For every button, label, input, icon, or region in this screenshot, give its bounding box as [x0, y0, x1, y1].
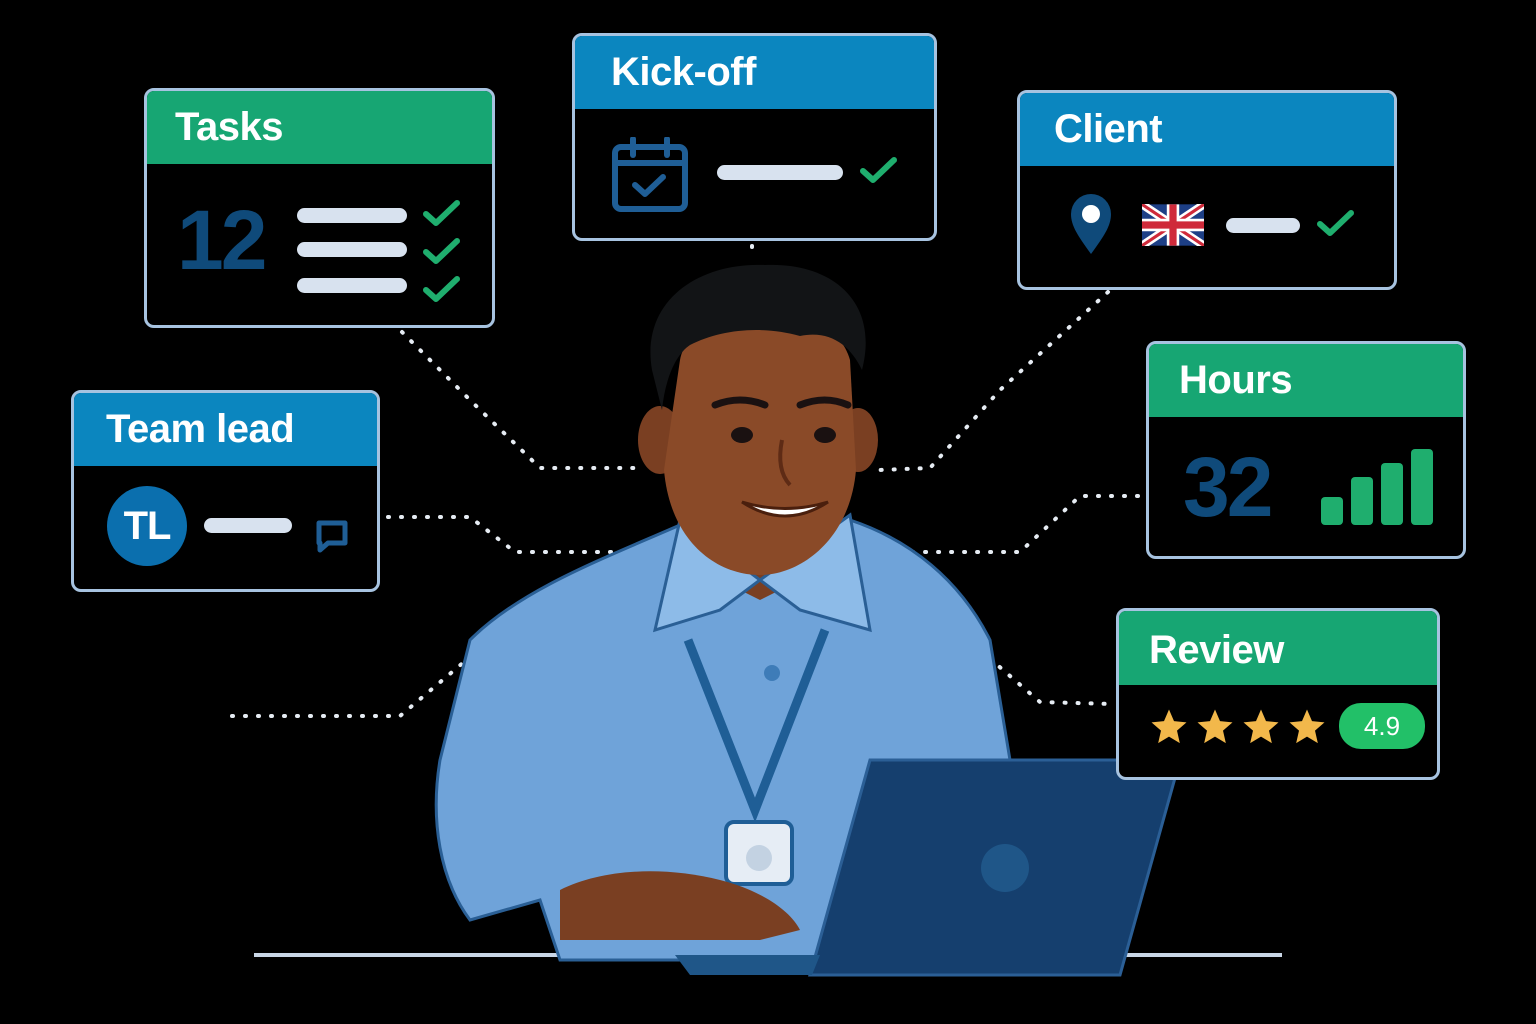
team-lead-card-title: Team lead [74, 393, 377, 466]
kickoff-card-title: Kick-off [575, 36, 934, 109]
task-line [297, 278, 407, 293]
tasks-card-title: Tasks [147, 91, 492, 164]
review-rating-badge: 4.9 [1339, 703, 1425, 749]
location-pin-icon [1071, 194, 1111, 254]
face [664, 311, 856, 575]
check-icon [423, 238, 460, 264]
hours-card-title: Hours [1149, 344, 1463, 417]
hours-card: Hours 32 [1146, 341, 1466, 559]
smile [741, 500, 829, 518]
hair [650, 264, 866, 410]
chat-icon [316, 520, 348, 553]
hours-count: 32 [1183, 440, 1273, 534]
star-icon [1197, 709, 1233, 744]
task-line [297, 208, 407, 223]
check-icon [423, 200, 460, 226]
lanyard [683, 628, 830, 823]
team-lead-line [204, 518, 292, 533]
team-lead-card: Team lead TL [71, 390, 380, 592]
tasks-count: 12 [177, 193, 267, 287]
connector-review [978, 648, 1114, 706]
client-line [1226, 218, 1300, 233]
client-card: Client [1017, 90, 1397, 290]
star-icon [1151, 709, 1187, 744]
hand [560, 871, 800, 940]
kickoff-line [717, 165, 843, 180]
star-icon [1289, 709, 1325, 744]
connector-hours [858, 494, 1140, 554]
kickoff-card: Kick-off [572, 33, 937, 241]
connector-left-bottom [230, 638, 492, 718]
check-icon [423, 276, 460, 302]
connector-client [878, 290, 1110, 472]
bar-chart-icon [1321, 449, 1433, 525]
check-icon [1317, 210, 1354, 236]
client-card-title: Client [1020, 93, 1394, 166]
connector-tasks [400, 330, 642, 470]
review-card-title: Review [1119, 611, 1437, 685]
team-lead-avatar: TL [107, 486, 187, 566]
star-icon [1243, 709, 1279, 744]
check-icon [860, 157, 897, 183]
laptop-base [675, 955, 820, 975]
uk-flag-icon [1142, 204, 1204, 246]
calendar-icon [612, 137, 688, 212]
connector-team-lead [386, 515, 622, 554]
task-line [297, 242, 407, 257]
review-card: Review 4.9 [1116, 608, 1440, 780]
tasks-card: Tasks 12 [144, 88, 495, 328]
